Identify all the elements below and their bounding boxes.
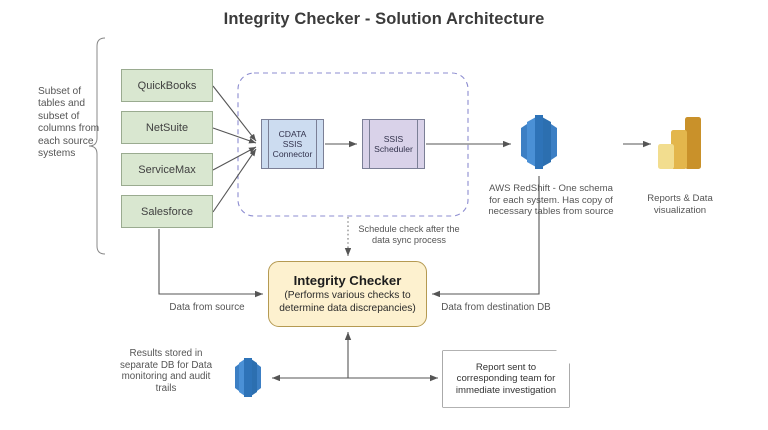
source-box-salesforce[interactable]: Salesforce (121, 195, 213, 228)
ssis-scheduler-label: SSIS Scheduler (370, 120, 417, 168)
aws-redshift-audit-db-icon (231, 357, 265, 398)
source-box-servicemax[interactable]: ServiceMax (121, 153, 213, 186)
source-box-label: ServiceMax (138, 163, 196, 176)
data-from-source-label: Data from source (169, 302, 245, 313)
process-rail-left (363, 120, 370, 168)
report-document-text: Report sent to corresponding team for im… (455, 361, 557, 396)
cdata-line-3: Connector (272, 149, 313, 160)
source-to-connector-links (212, 85, 257, 213)
ssis-scheduler-node[interactable]: SSIS Scheduler (362, 119, 425, 169)
process-rail-right (316, 120, 323, 168)
scheduler-line-1: SSIS (383, 133, 404, 144)
cdata-line-1: CDATA (278, 128, 307, 139)
cdata-line-2: SSIS (282, 138, 303, 149)
process-rail-right (417, 120, 424, 168)
scheduler-line-2: Scheduler (374, 144, 413, 154)
reports-caption: Reports & Data visualization (647, 193, 713, 216)
integrity-checker-node[interactable]: Integrity Checker (Performs various chec… (268, 261, 427, 327)
page-title: Integrity Checker - Solution Architectur… (223, 10, 545, 28)
results-stored-label: Results stored in separate DB for Data m… (119, 348, 213, 394)
cdata-ssis-connector-node[interactable]: CDATA SSIS Connector (261, 119, 324, 169)
schedule-check-label: Schedule check after the data sync proce… (358, 224, 460, 245)
source-box-label: NetSuite (145, 121, 189, 134)
integrity-checker-subtitle: (Performs various checks to determine da… (279, 290, 416, 314)
source-subset-label: Subset of tables and subset of columns f… (38, 86, 100, 160)
source-box-label: Salesforce (141, 205, 193, 218)
redshift-caption: AWS RedShift - One schema for each syste… (488, 183, 614, 218)
integrity-checker-title: Integrity Checker (293, 273, 402, 289)
process-rail-left (262, 120, 269, 168)
source-box-label: QuickBooks (137, 79, 197, 92)
report-document-node[interactable]: Report sent to corresponding team for im… (443, 351, 569, 407)
aws-redshift-icon (516, 114, 562, 170)
cdata-connector-label: CDATA SSIS Connector (269, 120, 316, 168)
source-box-netsuite[interactable]: NetSuite (121, 111, 213, 144)
source-to-integrity-arrow (158, 229, 263, 298)
power-bi-icon (655, 115, 705, 173)
data-from-destination-label: Data from destination DB (441, 302, 551, 313)
source-box-quickbooks[interactable]: QuickBooks (121, 69, 213, 102)
